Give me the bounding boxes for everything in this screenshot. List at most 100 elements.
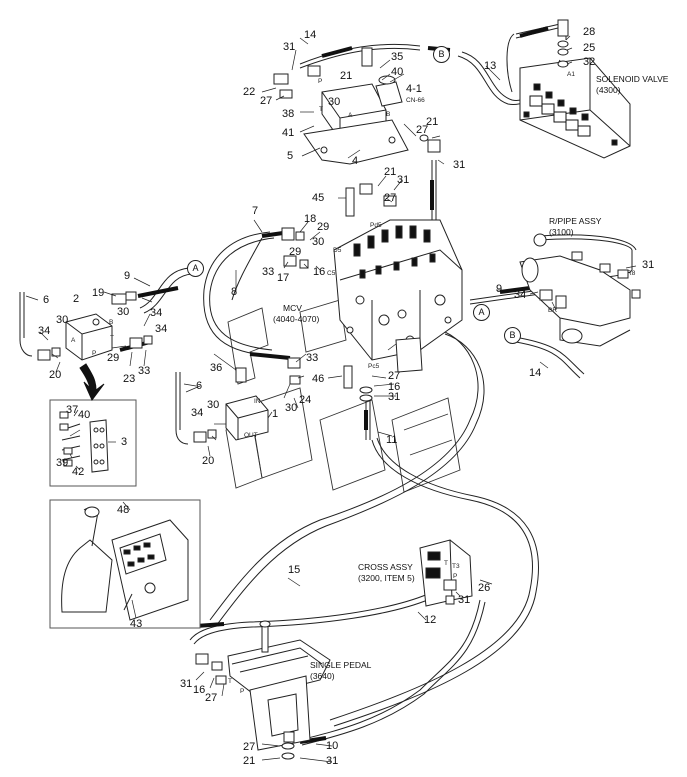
detail-arrow: [79, 363, 105, 401]
pipe-assy-code: (3100): [549, 227, 574, 237]
top-valve-block: [303, 75, 409, 165]
pipe-assy: [519, 233, 637, 347]
connector-a-left: A: [187, 260, 204, 277]
callout-10: 10: [326, 740, 339, 752]
port-r8-label: R8: [627, 270, 636, 277]
cab-detail-panel: [49, 499, 201, 629]
solenoid-valve-code: (4300): [596, 85, 621, 95]
callout-21: 21: [340, 70, 353, 82]
joystick-valve-block: [65, 313, 113, 361]
callout-30: 30: [328, 96, 341, 108]
block-port-b-label: B: [109, 319, 114, 326]
callout-15: 15: [288, 564, 301, 576]
callout-9: 9: [124, 270, 131, 282]
port-b-label: B: [386, 111, 391, 118]
callout-45: 45: [312, 192, 325, 204]
callout-34-e: 34: [514, 289, 527, 301]
callout-48: 48: [117, 504, 130, 516]
pedal-port-p-label: P: [240, 688, 245, 695]
callout-21-d: 21: [243, 755, 256, 767]
callout-21-b: 21: [426, 116, 439, 128]
callout-18: 18: [304, 213, 317, 225]
callout-39: 39: [56, 457, 69, 469]
port-a1-label: A1: [567, 71, 575, 78]
block-port-a-label: A: [71, 337, 76, 344]
callout-27-f: 27: [243, 741, 256, 753]
solenoid-valve-caption: SOLENOID VALVE: [596, 74, 669, 84]
port-br-label: BR: [548, 307, 558, 314]
callout-11: 11: [386, 434, 398, 446]
callout-23: 23: [123, 373, 136, 385]
block-port-t-label: T: [110, 335, 114, 342]
callout-4: 4: [352, 155, 359, 167]
callout-7: 7: [252, 205, 259, 217]
callout-6: 6: [43, 294, 50, 306]
callout-32: 32: [583, 56, 596, 68]
port-pc5-label: Pc5: [368, 363, 380, 370]
callout-30-f: 30: [207, 399, 220, 411]
callout-34: 34: [150, 307, 163, 319]
port-d5-label: D5: [333, 247, 342, 254]
valve-port-in-label: IN: [254, 398, 261, 405]
callout-31: 31: [283, 41, 296, 53]
callout-31-g: 31: [180, 678, 193, 690]
callout-28: 28: [583, 26, 596, 38]
cross-port-t3-label: T3: [452, 563, 460, 570]
callout-33: 33: [262, 266, 275, 278]
watermark-graphic: [225, 299, 461, 493]
callout-34-b: 34: [38, 325, 51, 337]
port-a-label: A: [348, 112, 353, 119]
mcv-code: (4040-4070): [273, 314, 320, 324]
callout-36: 36: [210, 362, 223, 374]
callout-30-b: 30: [312, 236, 325, 248]
callout-34-d: 34: [191, 407, 204, 419]
connector-b-top: B: [433, 46, 450, 63]
callout-37: 37: [66, 404, 79, 416]
mcv-caption: MCV: [283, 303, 302, 313]
connector-b-right: B: [504, 327, 521, 344]
solenoid-valve: [519, 57, 631, 159]
callout-31-b: 31: [453, 159, 466, 171]
callout-25: 25: [583, 42, 596, 54]
callout-2: 2: [73, 293, 80, 305]
callout-6-b: 6: [196, 380, 203, 392]
callout-31-d: 31: [388, 391, 401, 403]
fittings: [37, 19, 641, 760]
callout-33-c: 33: [306, 352, 319, 364]
callout-20: 20: [49, 369, 62, 381]
port-p-label: P: [318, 78, 323, 85]
callout-9-b: 9: [496, 283, 503, 295]
single-pedal: [227, 620, 331, 751]
block-port-p-label: P: [92, 350, 97, 357]
callout-27-c: 27: [384, 192, 397, 204]
callout-14-b: 14: [529, 367, 542, 379]
cross-assy-code: (3200, ITEM 5): [358, 573, 415, 583]
callout-17: 17: [277, 272, 290, 284]
valve-port-out-label: OUT: [244, 432, 258, 439]
callout-27-e: 27: [205, 692, 218, 704]
callout-16-b: 16: [388, 381, 401, 393]
callout-30-d: 30: [56, 314, 69, 326]
single-valve: [225, 395, 269, 441]
callout-27: 27: [260, 95, 273, 107]
callout-27-d: 27: [388, 370, 401, 382]
callout-12: 12: [424, 614, 437, 626]
callout-4-1: 4-1: [406, 83, 422, 95]
callout-34-c: 34: [155, 323, 168, 335]
callout-40-b: 40: [78, 409, 91, 421]
connector-a-right: A: [473, 304, 490, 321]
callout-22: 22: [243, 86, 256, 98]
callout-46: 46: [312, 373, 325, 385]
callout-31-c: 31: [397, 174, 410, 186]
pipe-assy-caption: R/PIPE ASSY: [549, 216, 602, 226]
callout-21-c: 21: [384, 166, 397, 178]
callout-1: 1: [272, 408, 279, 420]
callout-30-c: 30: [117, 306, 130, 318]
callout-5: 5: [287, 150, 294, 162]
callout-31-e: 31: [642, 259, 655, 271]
detail-panel-plate: [49, 399, 137, 487]
callout-35: 35: [391, 51, 404, 63]
single-pedal-code: (3640): [310, 671, 335, 681]
callout-27-b: 27: [416, 124, 429, 136]
